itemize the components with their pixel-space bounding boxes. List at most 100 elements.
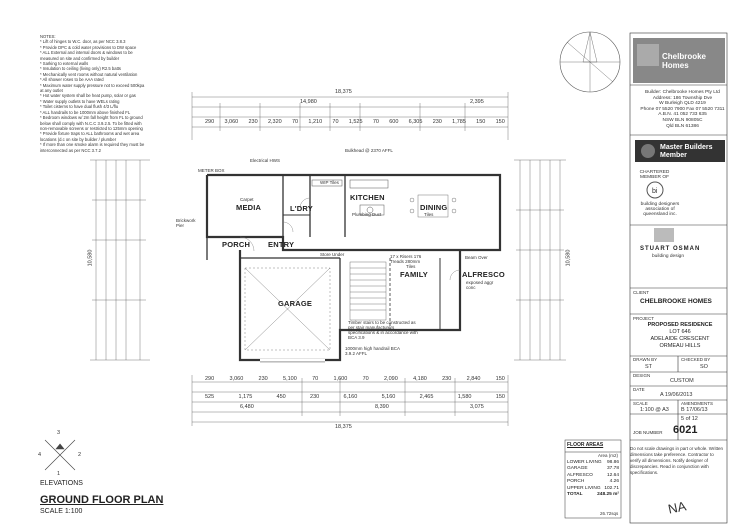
dimension-value: 290 [205, 376, 215, 382]
room-media-finish: Carpet [240, 197, 254, 202]
dimension-value: 5,160 [381, 394, 396, 400]
dimension-value: 525 [205, 394, 215, 400]
staircase [349, 261, 387, 321]
notes-heading: NOTES: [40, 34, 56, 39]
note-handrail: 1000mm high handrail BCA 3.9.2 AFFL [345, 346, 400, 356]
note-meter-box: METER BOX [198, 168, 225, 173]
note-item: * ALL handrails to be 1000mm above finis… [40, 109, 131, 115]
project-line: ORMEAU HILLS [659, 343, 701, 349]
note-item: * Insulation to ceiling (living only) R2… [40, 66, 121, 72]
note-item: * Lift of hinges to W.C. door, as per NC… [40, 39, 126, 45]
note-timber-stairs: Timber stairs to be constructed as per s… [348, 320, 418, 340]
dim-top-right: 2,395 [470, 99, 484, 105]
floor-areas-frame [564, 439, 622, 519]
floor-area-value: 102.71 [604, 485, 619, 491]
room-kitchen-finish: Plumbing Duct [352, 212, 382, 217]
note-electrical: Electrical HWS [250, 158, 281, 163]
building-walls [205, 173, 502, 362]
note-item: non-removable screens or restricted to 1… [40, 125, 143, 131]
left-dimension-lines [90, 159, 150, 361]
room-media: MEDIA [236, 203, 262, 212]
designer-name: STUART OSMAN [640, 246, 701, 252]
dimension-value: 150 [476, 119, 486, 125]
company-logo-text: Chelbrooke Homes [662, 52, 707, 70]
dimension-value: 1,175 [238, 394, 253, 400]
checked-label: CHECKED BY [681, 357, 711, 362]
room-alfresco: ALFRESCO [462, 270, 505, 279]
elev-num-3: 3 [57, 430, 61, 436]
dimension-value: 1,580 [457, 394, 472, 400]
address-line: A.B.N. 41 052 733 635 [658, 112, 707, 118]
note-item: * Sarking to external walls [40, 61, 89, 67]
dim-right-overall: 10,580 [565, 249, 572, 267]
note-item: measured on site and confirmed by builde… [40, 55, 120, 61]
room-laundry: L'DRY [290, 204, 313, 213]
dimension-value: 150 [495, 376, 505, 382]
dim-left-overall: 10,580 [87, 249, 94, 267]
dimension-value: 3,060 [229, 376, 244, 382]
svg-text:bi: bi [652, 188, 658, 195]
garage-door [244, 267, 331, 363]
elevations-label: ELEVATIONS [40, 480, 83, 487]
bottom-dimension-lines [191, 375, 509, 426]
dimension-value: 230 [248, 119, 258, 125]
dimension-value: 450 [276, 394, 286, 400]
note-item: below shall comply with N.C.C 3.9.2.5. T… [40, 120, 142, 126]
project-line: ADELAIDE CRESCENT [650, 336, 710, 342]
design-value: CUSTOM [670, 378, 694, 384]
note-item: interconnected as per NCC 3.7.2 [40, 147, 101, 153]
floor-area-name: GARAGE [567, 466, 588, 472]
floor-areas-unit: Area (m2) [598, 453, 619, 458]
elev-num-1: 1 [57, 471, 61, 477]
note-stair-risers: 17 x Risers 176 Treads 280mm [390, 254, 422, 264]
scale-value: 1:100 @ A3 [640, 407, 669, 413]
designer-sub: building design [652, 254, 685, 259]
amend-value: B 17/06/13 [681, 407, 708, 413]
dimension-value: 1,210 [308, 119, 323, 125]
project-line: PROPOSED RESIDENCE [647, 322, 713, 328]
disclaimer: Do not scale drawings in part or whole. … [630, 446, 723, 475]
dimension-value: 70 [312, 376, 319, 382]
floor-area-value: 12.64 [606, 472, 619, 478]
note-item: * Bedroom windows w/ 2m fall height from… [40, 115, 143, 121]
floor-area-value: 4.26 [609, 479, 619, 485]
note-item: * Hot water system shall be heat pump, s… [40, 93, 136, 99]
dim-bottom-b: 8,390 [375, 404, 389, 410]
master-builders-text: Master Builders Member [660, 144, 713, 159]
dimension-value: 1,785 [452, 119, 466, 125]
note-item: * Provide fixture traps to ALL bathrooms… [40, 131, 140, 137]
note-item: * Provide DPC & cold water provisions to… [40, 44, 137, 50]
amend-label: AMENDMENTS [681, 401, 714, 406]
floor-areas-title: FLOOR AREAS [567, 442, 604, 448]
dimension-value: 2,465 [419, 394, 434, 400]
room-family-finish: Tiles [406, 264, 416, 269]
note-item: * Water supply outlets to have WELs rati… [40, 98, 120, 104]
stuart-osman-logo [654, 228, 674, 242]
room-kitchen: KITCHEN [350, 193, 385, 202]
dimension-value: 1,525 [348, 119, 363, 125]
drawn-label: DRAWN BY [633, 357, 658, 362]
dimension-value: 70 [372, 119, 379, 125]
dimension-value: 4,180 [413, 376, 427, 382]
plan-scale: SCALE 1:100 [40, 508, 83, 515]
floor-area-name: TOTAL [567, 492, 583, 498]
address-line: Qld BLN 61386 [666, 123, 699, 129]
elev-num-2: 2 [78, 452, 82, 458]
room-alfresco-finish: exposed aggr conc [466, 280, 494, 290]
dim-bottom-overall: 18,375 [335, 424, 352, 430]
dining-table [409, 194, 457, 218]
dimension-value: 2,320 [267, 119, 282, 125]
date-label: DATE [633, 387, 645, 392]
dimension-value: 70 [291, 119, 299, 125]
dimension-value: 230 [310, 394, 320, 400]
dimension-value: 70 [332, 119, 339, 125]
dimension-value: 70 [362, 376, 369, 382]
